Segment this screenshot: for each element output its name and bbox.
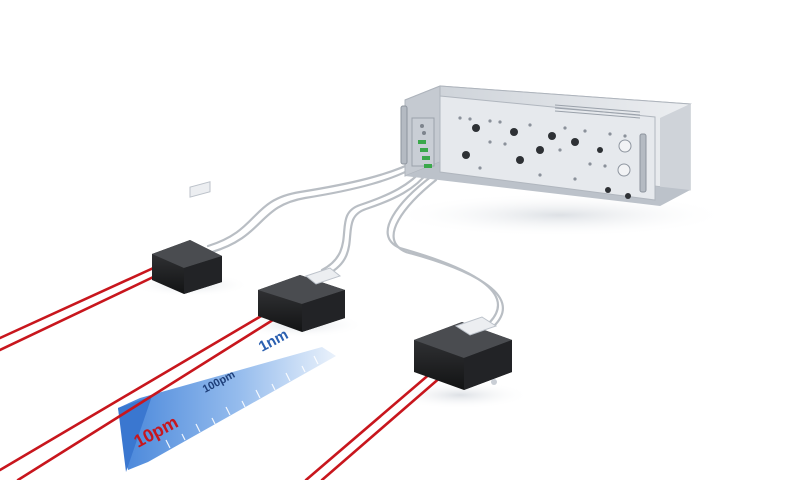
rack-handle-right	[639, 133, 647, 193]
sensor-head-right	[414, 316, 512, 390]
fiber-cables	[206, 158, 504, 328]
fiber-ports	[411, 117, 435, 168]
chassis-shadow	[390, 193, 730, 237]
sensor-shadow-3	[390, 381, 530, 409]
laser-beams	[0, 263, 444, 480]
rack-knob-top	[618, 139, 632, 153]
measurement-scale-arrow: 1nm 100pm 10pm	[118, 326, 336, 472]
rack-handle-left	[400, 105, 408, 165]
sensor-head-left	[152, 181, 222, 294]
rack-chassis	[400, 85, 692, 206]
sensor-head-middle	[258, 267, 345, 332]
rack-knob-bottom	[617, 163, 631, 177]
